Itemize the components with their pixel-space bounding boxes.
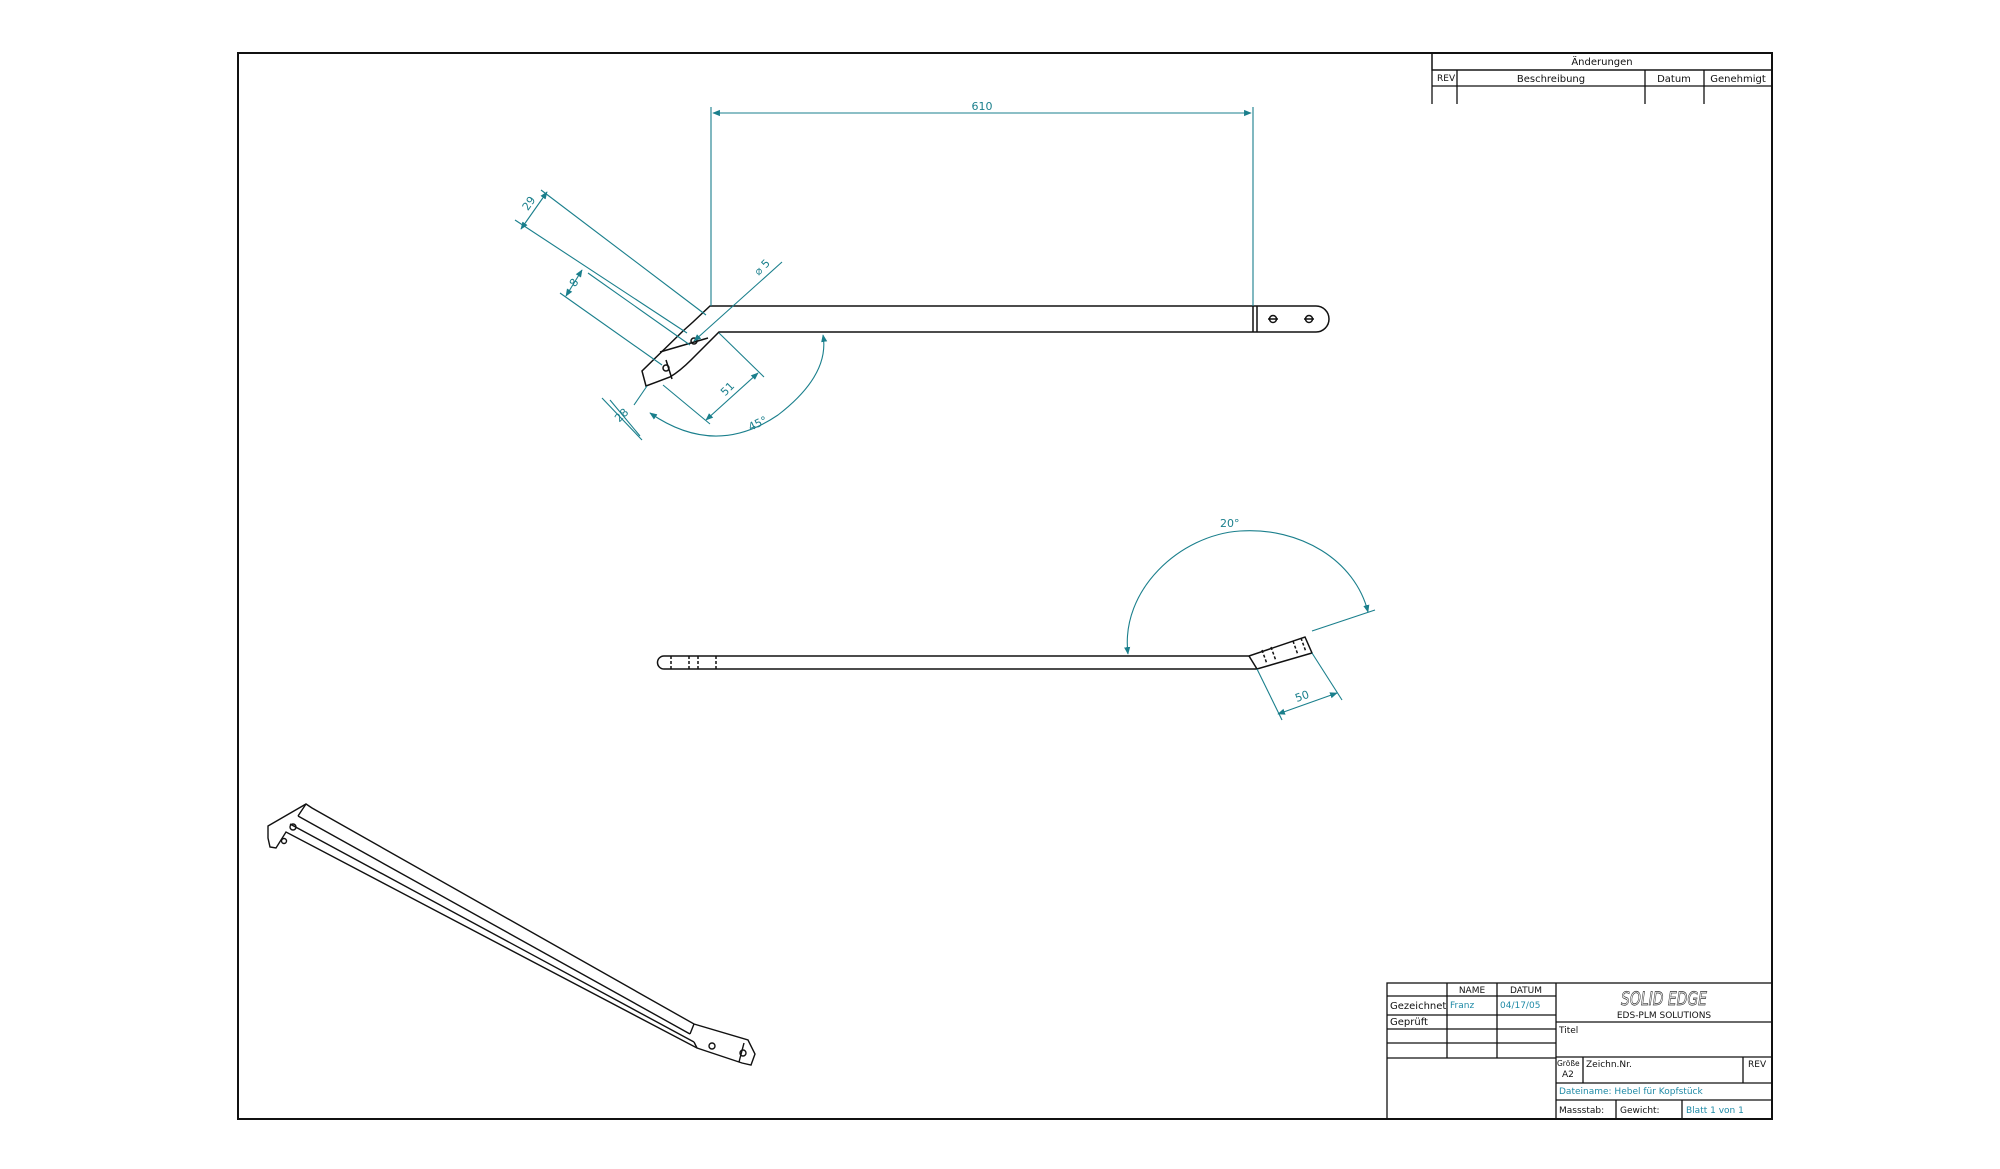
sheet-number: Blatt 1 von 1: [1686, 1106, 1744, 1116]
dim-angle-20: [1124, 530, 1376, 655]
drawing-border: [237, 52, 1773, 1120]
dim-8: [559, 269, 691, 366]
file-name: Dateiname: Hebel für Kopfstück: [1559, 1087, 1703, 1097]
solid-edge-logo: SOLID EDGE: [1621, 988, 1707, 1010]
dim-50: [1256, 652, 1343, 721]
changes-table-title: Änderungen: [1571, 55, 1632, 68]
size-label: Größe: [1557, 1059, 1580, 1068]
drawn-by-name: Franz: [1450, 1001, 1474, 1011]
title-block-header-name: NAME: [1459, 986, 1486, 996]
checked-by-label: Geprüft: [1390, 1017, 1428, 1028]
dim-51-label: 51: [718, 380, 737, 399]
isometric-view: [267, 803, 756, 1066]
drawn-by-label: Gezeichnet: [1390, 1001, 1446, 1012]
company-name: EDS-PLM SOLUTIONS: [1617, 1011, 1712, 1021]
dim-610-label: 610: [972, 100, 993, 113]
rev-label: REV: [1748, 1060, 1767, 1070]
side-view: 20° 50: [656, 517, 1376, 721]
dim-29-label: 29: [520, 194, 539, 213]
dim-8-label: 8: [567, 276, 582, 289]
scale-label: Massstab:: [1559, 1106, 1604, 1116]
dim-29: [514, 189, 707, 334]
dim-angle-20-label: 20°: [1220, 517, 1240, 530]
dim-angle-45: [649, 334, 828, 437]
dim-610: [710, 107, 1254, 306]
weight-label: Gewicht:: [1620, 1106, 1660, 1116]
changes-col-rev: REV: [1437, 74, 1456, 84]
dim-angle-45-label: 45°: [746, 414, 769, 434]
dim-diameter-5-label: ⌀ 5: [752, 257, 773, 278]
top-view: 610 29 8 ⌀ 5 51: [514, 100, 1330, 441]
changes-table: [1431, 52, 1773, 104]
drawing-number-label: Zeichn.Nr.: [1586, 1060, 1632, 1070]
dim-diameter-5: [693, 261, 783, 342]
top-view-part-outline: [641, 305, 1330, 387]
dim-28: [601, 385, 648, 441]
changes-col-date: Datum: [1657, 74, 1691, 85]
dim-50-label: 50: [1293, 688, 1311, 705]
side-view-part-outline: [656, 636, 1314, 670]
title-block: [1386, 982, 1773, 1120]
changes-col-approved: Genehmigt: [1710, 74, 1766, 85]
changes-col-description: Beschreibung: [1517, 74, 1585, 85]
title-label: Titel: [1558, 1026, 1578, 1036]
drawn-by-date: 04/17/05: [1500, 1001, 1540, 1011]
title-block-header-date: DATUM: [1510, 986, 1542, 996]
size-value: A2: [1562, 1070, 1574, 1080]
